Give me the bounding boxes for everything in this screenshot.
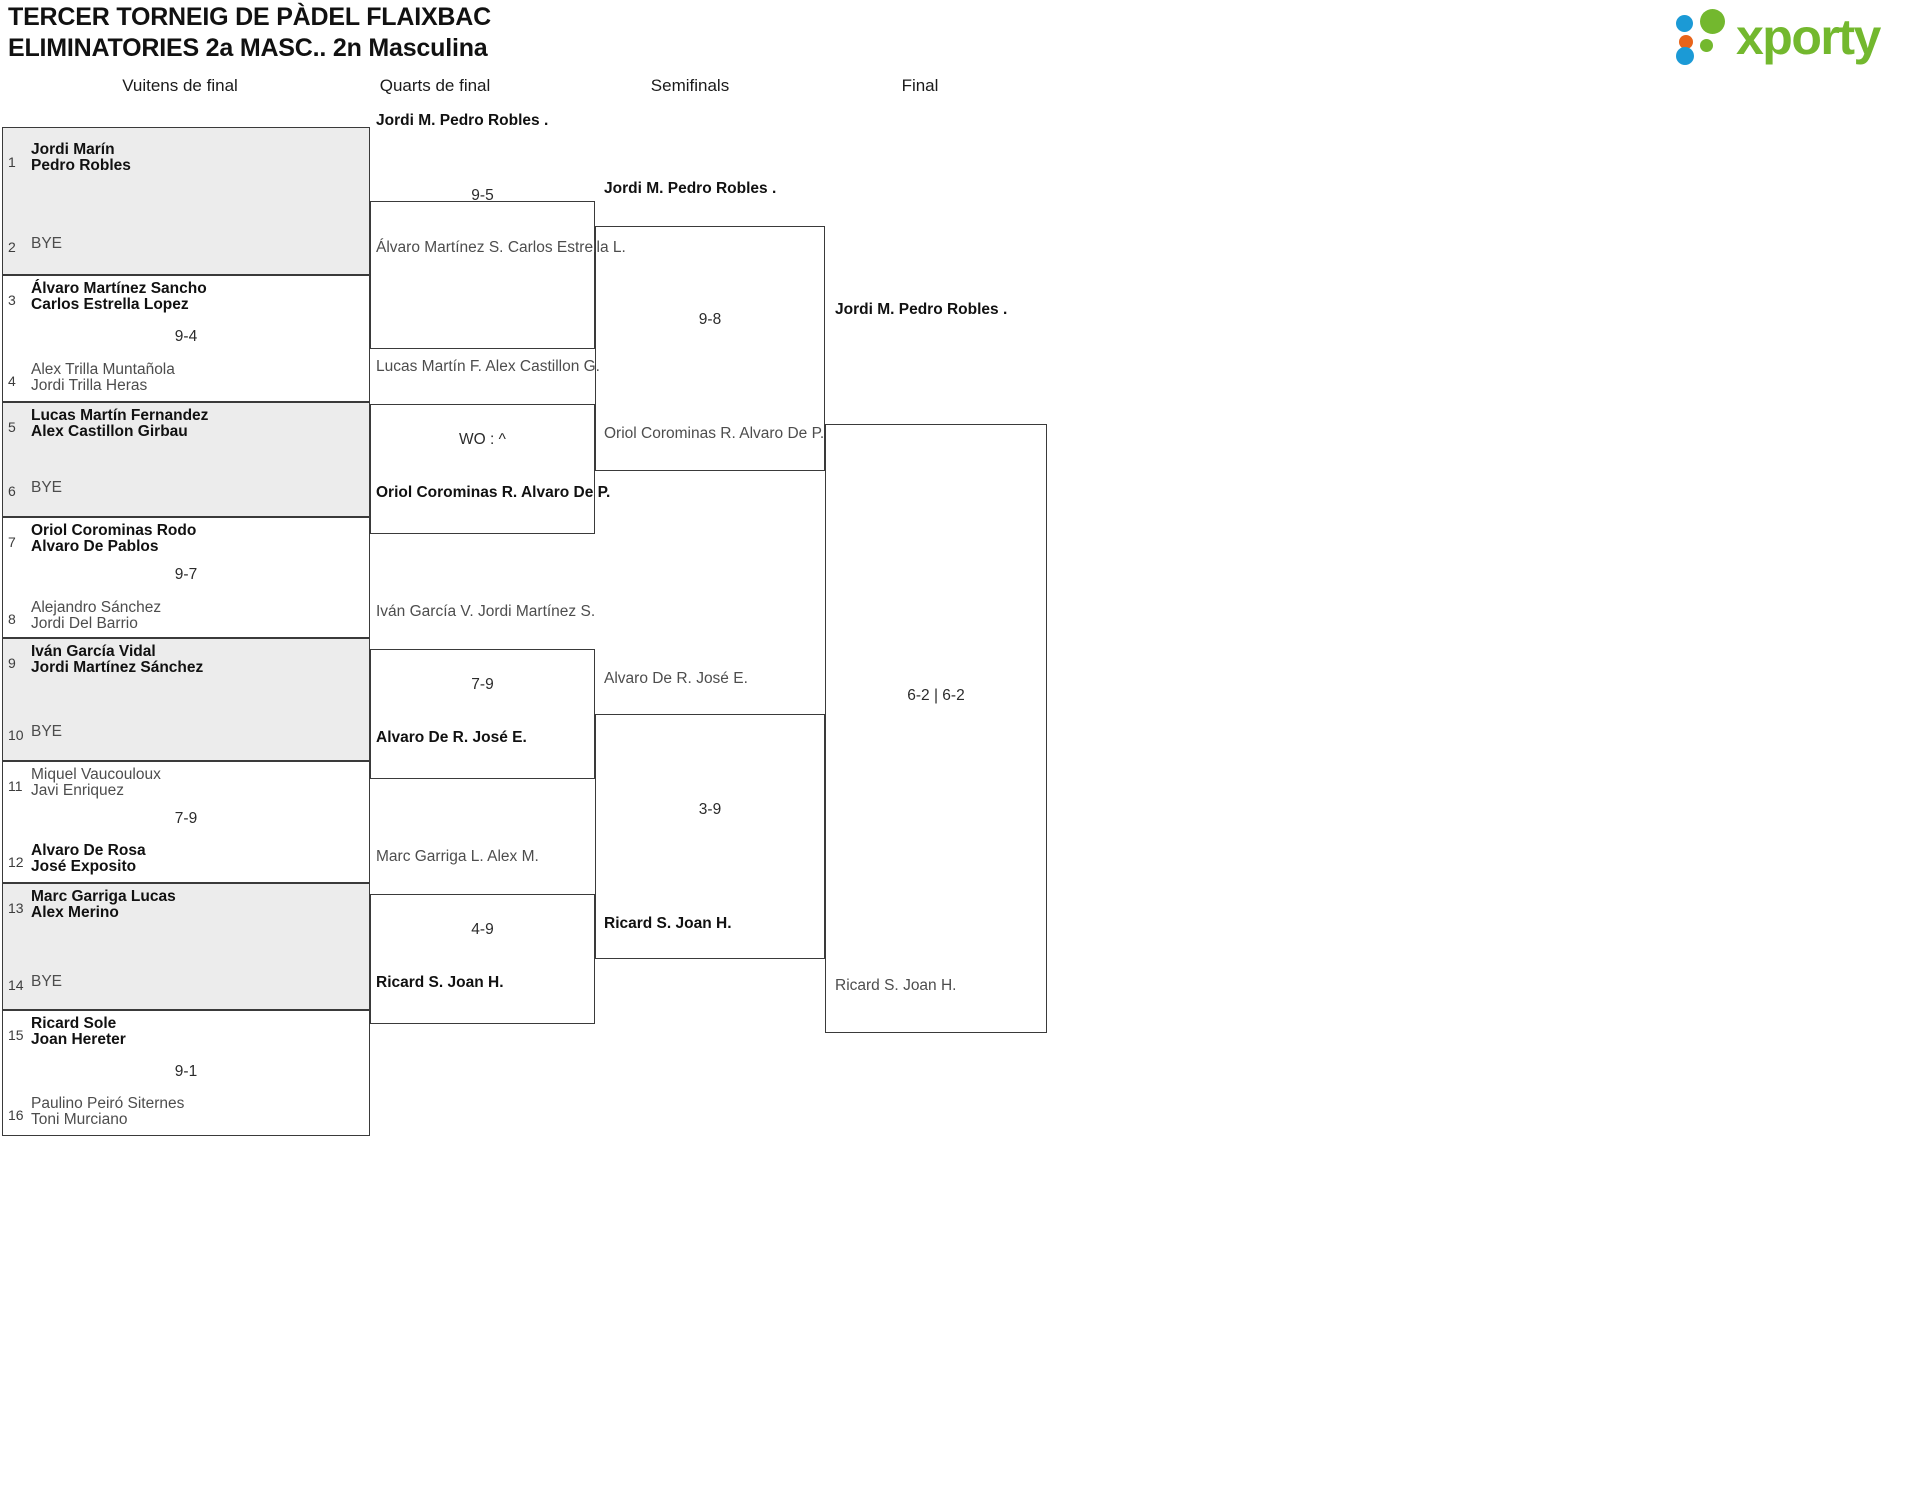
r1-match-2[interactable]: 3 Álvaro Martínez Sancho Carlos Estrella… [2,275,370,402]
qf1-team-bottom: Álvaro Martínez S. Carlos Estrella L. [376,239,626,256]
r1-team-top: Miquel Vaucouloux Javi Enriquez [31,766,161,800]
qf4-team-top: Marc Garriga L. Alex M. [376,848,539,865]
r1-match-7[interactable]: 13 Marc Garriga Lucas Alex Merino 14 BYE [2,883,370,1010]
round-header-vuitens: Vuitens de final [122,76,238,95]
round-header-quarts: Quarts de final [379,76,491,95]
r1-team-bottom: Alex Trilla Muntañola Jordi Trilla Heras [31,361,175,395]
seed-number: 13 [8,900,24,916]
logo-wordmark: xporty [1736,9,1881,65]
seed-number: 4 [8,373,16,389]
xporty-logo[interactable]: xporty [1676,6,1908,68]
page-title: TERCER TORNEIG DE PÀDEL FLAIXBAC ELIMINA… [8,2,1108,63]
r1-team-top: Lucas Martín Fernandez Alex Castillon Gi… [31,407,209,441]
seed-number: 5 [8,419,16,435]
seed-number: 11 [8,778,23,794]
r1-team-top: Ricard Sole Joan Hereter [31,1015,126,1049]
r1-team-top: Iván García Vidal Jordi Martínez Sánchez [31,643,204,677]
qf-bracket-box-4 [370,894,595,1024]
r1-match-6[interactable]: 11 Miquel Vaucouloux Javi Enriquez 12 Al… [2,761,370,883]
seed-number: 14 [8,977,24,993]
qf2-team-bottom: Oriol Corominas R. Alvaro De P. [376,484,611,501]
r1-match-3[interactable]: 5 Lucas Martín Fernandez Alex Castillon … [2,402,370,517]
tournament-title-line-2: ELIMINATORIES 2a MASC.. 2n Masculina [8,33,488,62]
r1-match-1[interactable]: 1 Jordi Marín Pedro Robles 2 BYE [2,127,370,275]
seed-number: 12 [8,854,24,870]
sf1-score: 9-8 [698,311,722,328]
sf1-team-top: Jordi M. Pedro Robles . [604,180,777,197]
seed-number: 7 [8,534,16,550]
r1-match-8[interactable]: 15 Ricard Sole Joan Hereter 16 Paulino P… [2,1010,370,1136]
seed-number: 6 [8,483,16,499]
r1-score: 9-7 [174,566,198,583]
logo-dots-icon [1676,9,1738,65]
qf2-team-top: Lucas Martín F. Alex Castillon G. [376,358,600,375]
r1-match-5[interactable]: 9 Iván García Vidal Jordi Martínez Sánch… [2,638,370,761]
final-team-top: Jordi M. Pedro Robles . [835,301,1008,318]
r1-score: 9-1 [174,1063,198,1080]
seed-number: 15 [8,1027,24,1043]
r1-team-bottom: BYE [31,723,63,740]
r1-team-bottom: BYE [31,479,63,496]
r1-team-top: Jordi Marín Pedro Robles [31,141,131,175]
qf-bracket-box-2 [370,404,595,534]
qf4-team-bottom: Ricard S. Joan H. [376,974,504,991]
final-bracket-box [825,424,1047,1033]
r1-score: 9-4 [174,328,198,345]
r1-team-top: Oriol Corominas Rodo Alvaro De Pablos [31,522,197,556]
seed-number: 9 [8,655,16,671]
r1-match-4[interactable]: 7 Oriol Corominas Rodo Alvaro De Pablos … [2,517,370,638]
final-score: 6-2 | 6-2 [907,687,965,704]
r1-team-bottom: BYE [31,973,63,990]
sf2-score: 3-9 [698,801,722,818]
seed-number: 10 [8,727,24,743]
r1-team-bottom: BYE [31,235,63,252]
qf2-score: WO : ^ [459,431,506,448]
sf2-team-bottom: Ricard S. Joan H. [604,915,732,932]
round-header-semifinals: Semifinals [650,76,730,95]
tournament-title-line-1: TERCER TORNEIG DE PÀDEL FLAIXBAC [8,3,491,31]
qf1-team-top: Jordi M. Pedro Robles . [376,112,549,129]
r1-team-top: Marc Garriga Lucas Alex Merino [31,888,176,922]
qf3-score: 7-9 [471,676,494,693]
seed-number: 1 [8,154,16,170]
seed-number: 8 [8,611,16,627]
sf2-team-top: Alvaro De R. José E. [604,670,748,687]
round-header-final: Final [901,76,939,95]
final-team-bottom: Ricard S. Joan H. [835,977,957,994]
r1-team-top: Álvaro Martínez Sancho Carlos Estrella L… [31,280,207,314]
r1-score: 7-9 [174,810,198,827]
qf3-team-bottom: Alvaro De R. José E. [376,729,527,746]
qf1-score: 9-5 [471,187,494,204]
seed-number: 2 [8,239,16,255]
r1-team-bottom: Alvaro De Rosa José Exposito [31,842,146,876]
r1-team-bottom: Alejandro Sánchez Jordi Del Barrio [31,599,162,633]
r1-team-bottom: Paulino Peiró Siternes Toni Murciano [31,1095,185,1129]
seed-number: 3 [8,292,16,308]
qf-bracket-box-1 [370,201,595,349]
qf4-score: 4-9 [471,921,494,938]
sf1-team-bottom: Oriol Corominas R. Alvaro De P. [604,425,825,442]
seed-number: 16 [8,1107,24,1123]
qf3-team-top: Iván García V. Jordi Martínez S. [376,603,596,620]
qf-bracket-box-3 [370,649,595,779]
